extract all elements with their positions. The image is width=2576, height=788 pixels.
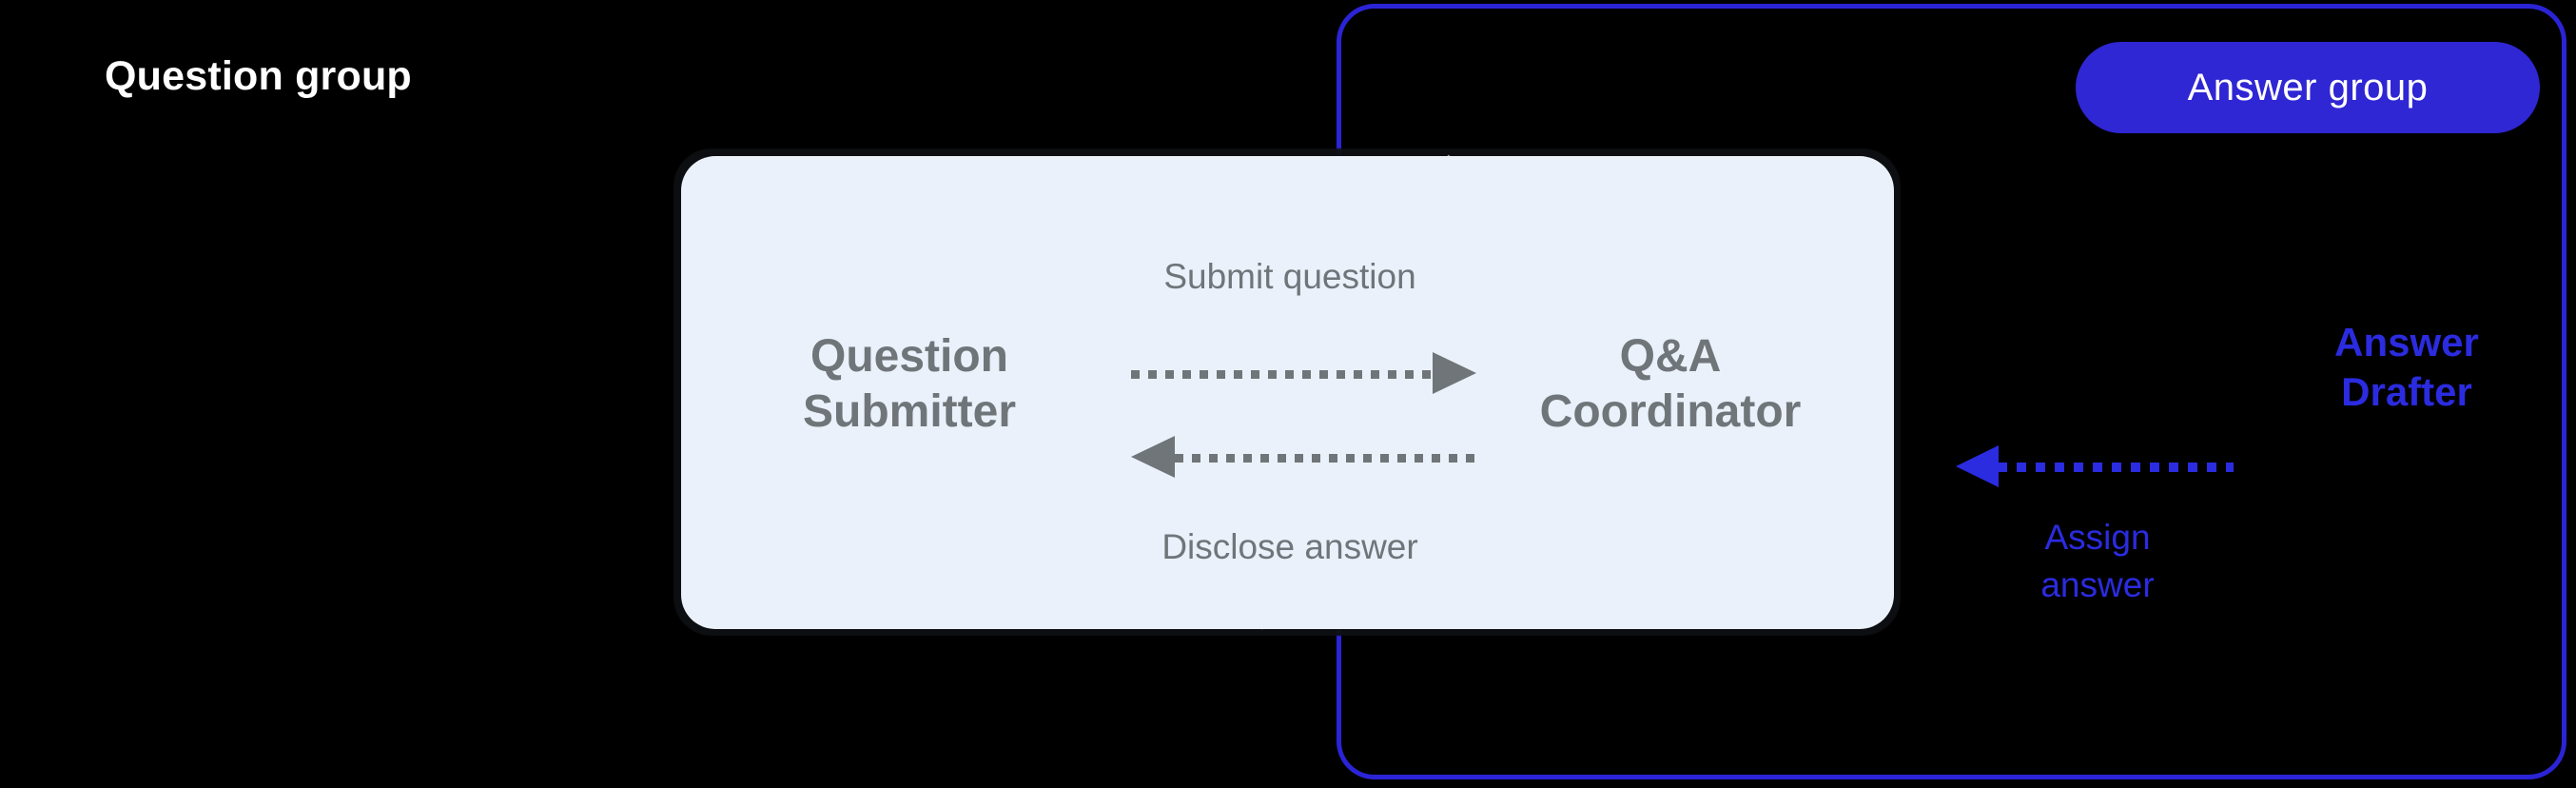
question-group-title: Question group <box>105 53 412 99</box>
arrowhead-left-icon <box>1956 445 1999 487</box>
arrow-assign-answer-icon <box>1956 445 2234 487</box>
edge-label-assign-answer: Assign answer <box>1907 514 2288 609</box>
agent-qa-coordinator: Q&A Coordinator <box>1442 329 1899 440</box>
agent-qa-coordinator-line1: Q&A <box>1619 331 1722 382</box>
agent-question-submitter-line2: Submitter <box>802 386 1016 437</box>
agent-question-submitter: Question Submitter <box>681 329 1138 440</box>
arrow-shaft <box>1175 454 1476 463</box>
card-surface: Submit question Question Submitter Q&A C… <box>681 156 1894 629</box>
arrow-disclose-answer-icon <box>1131 436 1476 478</box>
arrow-shaft <box>1998 463 2234 472</box>
question-group-card: Submit question Question Submitter Q&A C… <box>666 141 1908 643</box>
edge-label-disclose-answer: Disclose answer <box>1161 527 1418 566</box>
agent-question-submitter-line1: Question <box>810 331 1008 382</box>
arrowhead-right-icon <box>1433 352 1476 394</box>
arrowhead-left-icon <box>1131 436 1175 478</box>
agent-qa-coordinator-line2: Coordinator <box>1539 386 1802 437</box>
answer-group-badge-label: Answer group <box>2187 66 2429 108</box>
edge-label-submit-question: Submit question <box>1163 257 1416 296</box>
arrow-shaft <box>1131 370 1433 379</box>
edge-label-assign-answer-line2: answer <box>2040 565 2155 604</box>
edge-label-assign-answer-line1: Assign <box>2044 518 2151 557</box>
agent-answer-drafter: Answer Drafter <box>2216 318 2576 417</box>
answer-group-badge: Answer group <box>2076 42 2540 133</box>
agent-answer-drafter-line2: Drafter <box>2341 369 2472 414</box>
arrow-submit-question-icon <box>1131 352 1476 394</box>
agent-answer-drafter-line1: Answer <box>2334 320 2479 364</box>
